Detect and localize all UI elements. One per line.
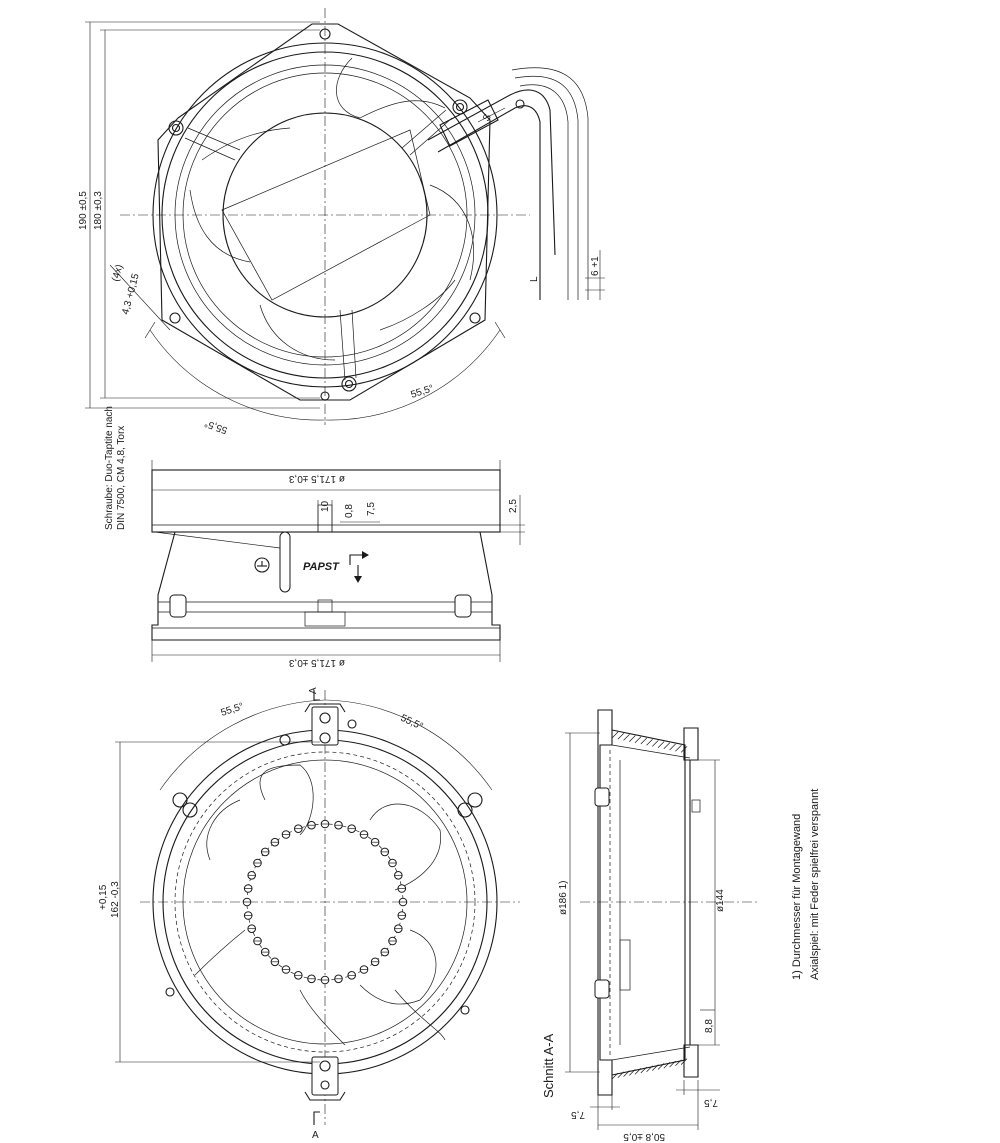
hatch-line <box>652 740 659 747</box>
screw-note-line1: Schraube: Duo-Taptite nach <box>104 406 115 530</box>
top-view: S L 6 +1 190 ±0,5 180 ±0,3 4,3 +0,15 (4x… <box>78 8 605 436</box>
hatch-line <box>634 736 642 744</box>
hatch-line <box>663 742 671 750</box>
hatch-line <box>680 1058 688 1065</box>
hatch-line <box>623 734 630 741</box>
screw-note-line2: DIN 7500, CM 4,8, Torx <box>116 426 127 530</box>
section-marker-top: A <box>308 687 319 694</box>
hatch-line <box>629 1069 636 1076</box>
dim-cable-6: 6 +1 <box>590 256 601 276</box>
section-title: Schnitt A-A <box>541 1033 556 1098</box>
hatch-line <box>669 743 676 751</box>
hatch-line <box>663 1061 671 1069</box>
mount-hole-top <box>319 28 331 40</box>
hatch-line <box>611 1072 619 1080</box>
section-hatching <box>611 731 688 1080</box>
dim-08: 0,8 <box>344 504 355 518</box>
dim-75: 7,5 <box>366 502 377 516</box>
dim-186: ø186 1) <box>558 881 569 915</box>
hatch-line <box>617 1071 625 1079</box>
hatch-line <box>675 744 682 752</box>
dim-angle-left-top: 55,5° <box>203 417 229 435</box>
hatch-line <box>640 737 648 745</box>
dim-bottom-diameter: ø 171,5 ±0,3 <box>288 657 345 668</box>
dim-angle-left-bottom: 55,5° <box>220 701 246 719</box>
dim-162: 162 -0,3 <box>110 881 121 918</box>
note-diameter: 1) Durchmesser für Montagewand <box>791 814 803 980</box>
hatch-line <box>675 1059 682 1067</box>
hatch-line <box>611 731 619 739</box>
hatch-line <box>657 741 665 748</box>
hatch-line <box>629 735 636 742</box>
hatch-line <box>646 738 653 746</box>
brand-mark: PAPST <box>303 561 340 573</box>
note-axial-play: Axialspiel: mit Feder spielfrei verspann… <box>809 789 821 980</box>
dim-hole: 4,3 +0,15 <box>120 272 142 316</box>
hatch-line <box>646 1065 653 1073</box>
hatch-line <box>680 746 688 753</box>
dim-cable-s: S <box>481 112 494 124</box>
dim-cable-l: L <box>529 276 540 282</box>
dim-25: 2,5 <box>508 499 519 513</box>
dim-height-inner: 180 ±0,3 <box>93 191 104 230</box>
dim-top-diameter: ø 171,5 ±0,3 <box>288 473 345 484</box>
hatch-line <box>623 1070 630 1077</box>
side-view: PAPST ø 171,5 ±0,3 ø 171,5 ±0,3 10 0,8 7… <box>104 406 525 668</box>
dim-10: 10 <box>320 500 331 512</box>
hatch-line <box>617 732 625 740</box>
dim-hole-count: (4x) <box>110 263 125 282</box>
bottom-view: A A 55, <box>98 687 520 1141</box>
dim-508: 50,8 ±0,5 <box>623 1131 665 1142</box>
notes: 1) Durchmesser für Montagewand Axialspie… <box>791 789 821 980</box>
dim-height-outer: 190 ±0,5 <box>78 191 89 230</box>
dim-75-right: 7,5 <box>704 1097 718 1108</box>
dim-88: 8,8 <box>704 1019 715 1033</box>
dim-75-left: 7,5 <box>571 1109 585 1120</box>
hatch-line <box>657 1063 665 1070</box>
hatch-line <box>634 1067 642 1075</box>
dim-angle-right-bottom: 55,5° <box>399 713 425 733</box>
hatch-line <box>652 1064 659 1071</box>
hatch-line <box>669 1060 676 1068</box>
section-view: ø186 1) ø144 8,8 7,5 7,5 50,8 ±0,5 Schni… <box>541 709 760 1142</box>
dim-162-tolerance: +0,15 <box>98 884 109 910</box>
section-marker-bottom: A <box>312 1130 319 1141</box>
hatch-line <box>640 1066 648 1074</box>
hub-bolt-ring <box>242 819 408 985</box>
dim-144: ø144 <box>715 889 726 912</box>
